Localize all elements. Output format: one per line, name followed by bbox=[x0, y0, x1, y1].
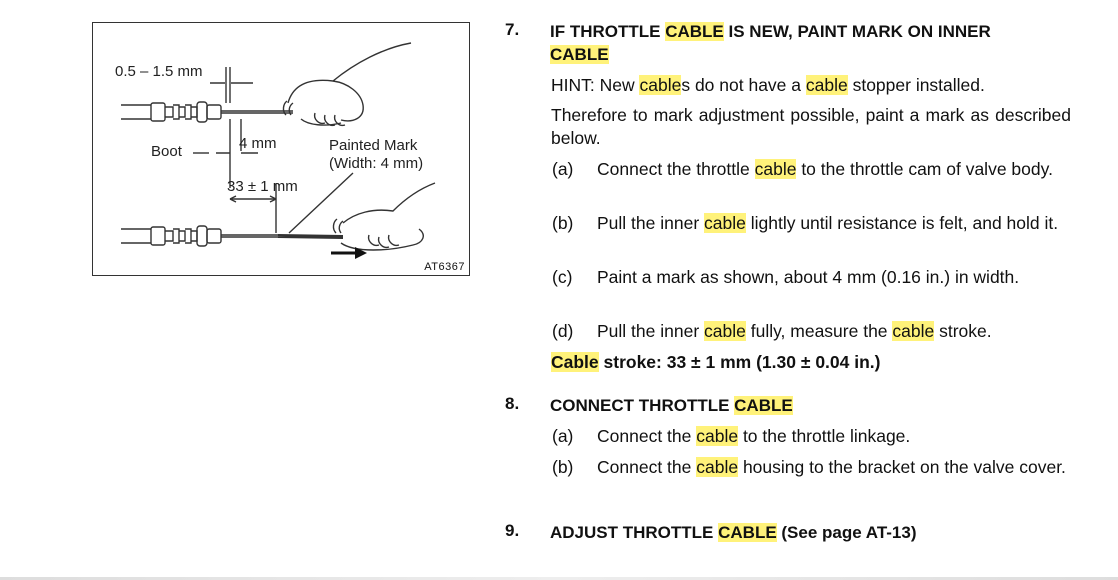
step-9-number: 9. bbox=[505, 521, 520, 540]
highlight: CABLE bbox=[734, 396, 793, 415]
step-7c-text: Paint a mark as shown, about 4 mm (0.16 … bbox=[597, 267, 1020, 287]
step-9-title: ADJUST THROTTLE CABLE (See page AT-13) bbox=[550, 521, 1070, 544]
step-8-number: 8. bbox=[505, 394, 520, 413]
highlight: cable bbox=[704, 321, 746, 341]
highlight: cable bbox=[696, 457, 739, 477]
step-9-title-part: (See page AT-13) bbox=[776, 523, 917, 542]
highlight: cable bbox=[696, 426, 739, 446]
substep-text: to the throttle linkage. bbox=[738, 426, 911, 446]
step-8b-text: Connect the cable housing to the bracket… bbox=[597, 456, 1070, 479]
highlight: cable bbox=[754, 159, 797, 179]
step-8a-label: (a) bbox=[552, 426, 574, 446]
highlight: cable bbox=[805, 75, 848, 95]
substep-text: Connect the bbox=[597, 457, 697, 477]
step-7-hint: HINT: New cables do not have a cable sto… bbox=[551, 74, 1071, 97]
figure-id: AT6367 bbox=[424, 261, 465, 273]
step-8-title: CONNECT THROTTLE CABLE bbox=[550, 394, 1070, 417]
substep-text: Connect the throttle bbox=[597, 159, 755, 179]
step-7d-text: Pull the inner cable fully, measure the … bbox=[597, 320, 1070, 343]
boot-label: Boot bbox=[151, 143, 182, 160]
cable-diagram-drawing bbox=[121, 42, 436, 259]
substep-text: housing to the bracket on the valve cove… bbox=[738, 457, 1066, 477]
step-7-title-part: IF THROTTLE bbox=[550, 22, 666, 41]
step-7-number: 7. bbox=[505, 20, 520, 39]
step-7d-label: (d) bbox=[552, 321, 574, 341]
hint-text: stopper installed. bbox=[847, 75, 985, 95]
cable-stroke-spec: Cable stroke: 33 ± 1 mm (1.30 ± 0.04 in.… bbox=[551, 351, 881, 374]
stroke-dimension-label: 33 ± 1 mm bbox=[227, 178, 298, 195]
mark-width-label: 4 mm bbox=[239, 135, 277, 152]
highlight: cable bbox=[892, 321, 935, 341]
cable-diagram: 0.5 – 1.5 mm Boot 4 mm Painted Mark (Wid… bbox=[92, 22, 470, 276]
substep-text: lightly until resistance is felt, and ho… bbox=[745, 213, 1059, 233]
painted-mark-label: Painted Mark bbox=[329, 137, 418, 154]
hint-text: HINT: New bbox=[551, 75, 640, 95]
substep-text: stroke. bbox=[934, 321, 992, 341]
painted-mark-width-label: (Width: 4 mm) bbox=[329, 155, 424, 172]
highlight: CABLE bbox=[665, 22, 724, 41]
highlight: CABLE bbox=[550, 45, 609, 64]
step-7a-text: Connect the throttle cable to the thrott… bbox=[597, 158, 1070, 181]
dimension-gap-label: 0.5 – 1.5 mm bbox=[115, 63, 203, 80]
step-7b-text: Pull the inner cable lightly until resis… bbox=[597, 212, 1070, 235]
substep-text: fully, measure the bbox=[745, 321, 893, 341]
step-7-title: IF THROTTLE CABLE IS NEW, PAINT MARK ON … bbox=[550, 20, 1070, 66]
substep-text: Connect the bbox=[597, 426, 697, 446]
highlight: CABLE bbox=[718, 523, 777, 542]
hint-text: s do not have a bbox=[681, 75, 806, 95]
step-7-title-part: IS NEW, PAINT MARK ON INNER bbox=[723, 22, 991, 41]
scan-edge bbox=[0, 577, 1118, 580]
step-9-title-part: ADJUST THROTTLE bbox=[550, 523, 719, 542]
substep-text: to the throttle cam of valve body. bbox=[796, 159, 1053, 179]
step-8-title-part: CONNECT THROTTLE bbox=[550, 396, 735, 415]
step-7b-label: (b) bbox=[552, 213, 574, 233]
highlight: cable bbox=[704, 213, 746, 233]
spec-text: stroke: 33 ± 1 mm (1.30 ± 0.04 in.) bbox=[598, 352, 881, 372]
step-7-paragraph: Therefore to mark adjustment possible, p… bbox=[551, 105, 1071, 148]
step-8a-text: Connect the cable to the throttle linkag… bbox=[597, 425, 1070, 448]
highlight: cable bbox=[639, 75, 682, 95]
step-7a-label: (a) bbox=[552, 159, 574, 179]
highlight: Cable bbox=[551, 352, 599, 372]
substep-text: Pull the inner bbox=[597, 321, 705, 341]
step-7c-label: (c) bbox=[552, 267, 573, 287]
step-8b-label: (b) bbox=[552, 457, 574, 477]
substep-text: Pull the inner bbox=[597, 213, 705, 233]
